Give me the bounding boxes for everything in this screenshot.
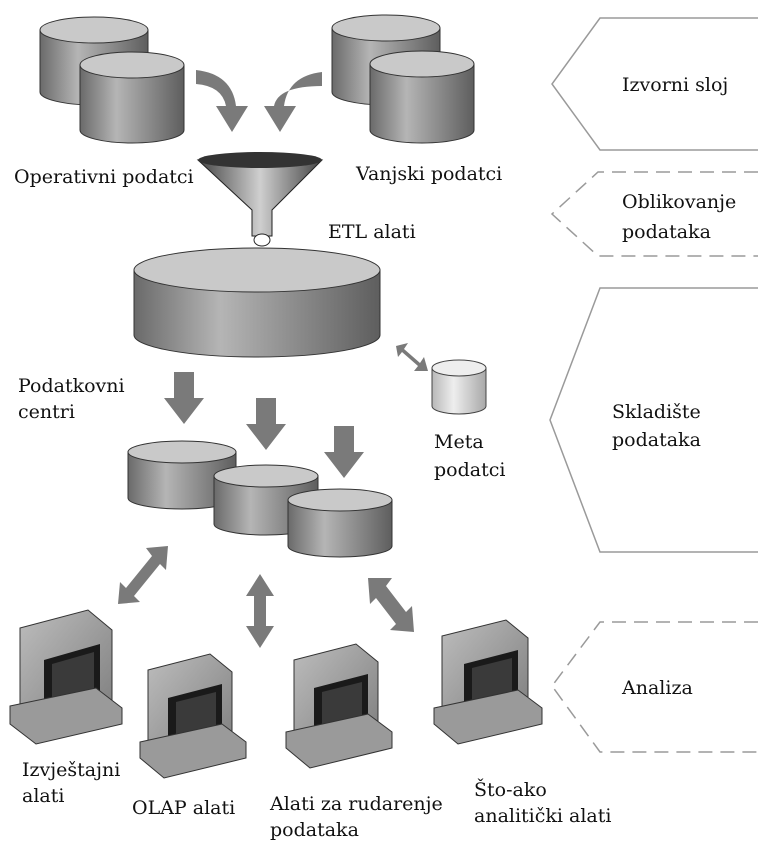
reporting-tools-label-line1: Izvještajni — [22, 759, 120, 781]
double-arrow-icon — [118, 546, 168, 604]
etl-tools-label: ETL alati — [328, 221, 416, 243]
whatif-tools-label-line1: Što-ako — [474, 778, 547, 801]
mining-tools-label-line1: Alati za rudarenje — [269, 793, 443, 815]
double-arrow-icon — [368, 578, 414, 632]
layer-analysis-label: Analiza — [621, 677, 693, 699]
data-centers-label-line2: centri — [18, 401, 75, 423]
mining-tools-label-line2: podataka — [270, 819, 359, 841]
meta-data-label-line2: podatci — [434, 459, 505, 481]
down-arrow-icon — [324, 426, 364, 478]
whatif-tools-label-line2: analitički alati — [474, 805, 611, 827]
warehouse-cylinder — [133, 247, 381, 358]
meta-data-label-line1: Meta — [434, 431, 484, 453]
layer-warehouse-label-line1: Skladište — [612, 401, 701, 423]
meta-data-cylinder — [431, 359, 487, 415]
double-arrow-icon — [396, 343, 428, 371]
curved-arrow-icon — [264, 72, 322, 132]
down-arrow-icon — [164, 372, 204, 424]
reporting-tools-computer-icon — [9, 609, 123, 745]
operational-data-cylinders — [39, 16, 185, 144]
data-centers-label-line1: Podatkovni — [18, 375, 125, 397]
double-arrow-icon — [246, 574, 274, 648]
layer-warehouse-label-line2: podataka — [612, 429, 701, 451]
external-data-cylinders — [331, 14, 475, 144]
data-center-cylinders — [127, 440, 393, 558]
layer-shaping-chevron — [550, 171, 758, 257]
data-mining-tools-computer-icon — [285, 643, 393, 769]
reporting-tools-label-line2: alati — [22, 785, 64, 807]
layer-warehouse-chevron — [549, 287, 758, 553]
layer-shaping-label-line2: podataka — [622, 221, 711, 243]
olap-tools-label: OLAP alati — [132, 797, 235, 819]
down-arrow-icon — [246, 398, 286, 450]
olap-tools-computer-icon — [139, 653, 247, 779]
layer-shaping-label-line1: Oblikovanje — [622, 191, 736, 213]
what-if-tools-computer-icon — [433, 619, 543, 745]
external-data-label: Vanjski podatci — [355, 163, 502, 185]
operational-data-label: Operativni podatci — [14, 166, 194, 188]
layer-source-chevron — [551, 17, 758, 151]
cylinder-icon — [369, 50, 475, 144]
cylinder-icon — [287, 488, 393, 558]
layer-source-label: Izvorni sloj — [622, 74, 728, 96]
funnel-icon — [196, 152, 324, 263]
curved-arrow-icon — [196, 70, 248, 132]
cylinder-icon — [79, 51, 185, 144]
